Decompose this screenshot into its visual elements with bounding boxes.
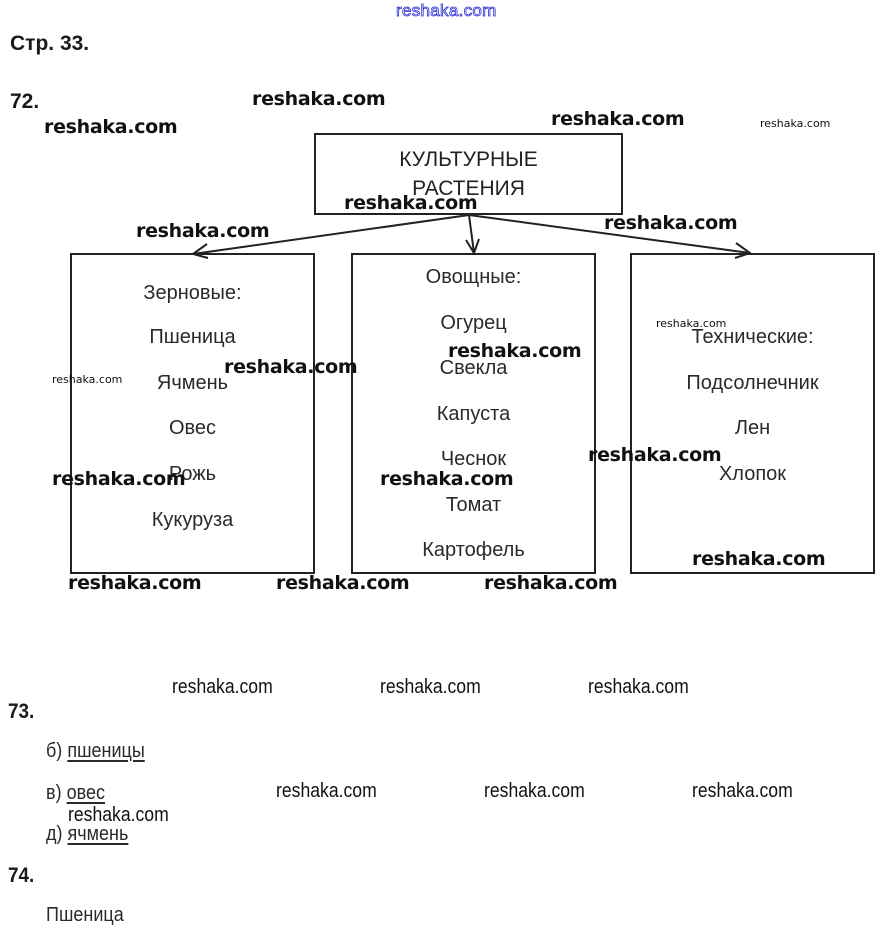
task-72-number: 72.	[10, 90, 40, 113]
arrow-to-grain	[192, 214, 470, 255]
arrow-to-technical	[468, 214, 751, 254]
plant-item: Подсолнечник	[686, 372, 819, 394]
answer-word: пшеницы	[67, 740, 145, 762]
watermark: reshaka.com	[136, 220, 270, 242]
plant-item: Лен	[734, 417, 771, 439]
root-box-cultivated-plants: КУЛЬТУРНЫЕ РАСТЕНИЯ	[314, 133, 623, 215]
watermark: reshaka.com	[52, 468, 186, 490]
watermark: reshaka.com	[276, 572, 410, 594]
answer-item: в) овес	[46, 782, 105, 805]
watermark: reshaka.com	[68, 804, 169, 826]
plant-item: Хлопок	[718, 463, 787, 485]
answer-word: овес	[66, 782, 105, 804]
watermark: reshaka.com	[44, 116, 178, 138]
watermark: reshaka.com	[484, 780, 585, 802]
answer-letter: б)	[46, 740, 63, 762]
watermark: reshaka.com	[344, 192, 478, 214]
site-watermark-link[interactable]: reshaka.com	[396, 1, 497, 21]
watermark: reshaka.com	[172, 676, 273, 698]
answer-letter: в)	[46, 782, 62, 804]
root-title-line-2: РАСТЕНИЯ	[412, 177, 525, 200]
watermark: reshaka.com	[588, 444, 722, 466]
answer-item: б) пшеницы	[46, 740, 145, 763]
watermark: reshaka.com	[484, 572, 618, 594]
root-title: КУЛЬТУРНЫЕ РАСТЕНИЯ	[316, 145, 621, 203]
watermark: reshaka.com	[380, 676, 481, 698]
plant-item: Картофель	[422, 539, 525, 561]
watermark: reshaka.com	[692, 548, 826, 570]
page-label: Стр. 33.	[10, 32, 90, 55]
category-box-grain: Зерновые: Пшеница Ячмень Овес Рожь Кукур…	[70, 253, 315, 574]
watermark: reshaka.com	[551, 108, 685, 130]
watermark: reshaka.com	[224, 356, 358, 378]
answer-item: д) ячмень	[46, 823, 128, 846]
answer-letter: д)	[46, 823, 63, 845]
category-title: Зерновые:	[143, 282, 242, 304]
plant-item: Ячмень	[156, 372, 229, 394]
category-title: Технические:	[691, 326, 814, 348]
watermark: reshaka.com	[380, 468, 514, 490]
category-box-technical: Технические: Подсолнечник Лен Хлопок	[630, 253, 875, 574]
watermark: reshaka.com	[692, 780, 793, 802]
watermark: reshaka.com	[276, 780, 377, 802]
plant-item: Кукуруза	[151, 509, 234, 531]
watermark: reshaka.com	[604, 212, 738, 234]
plant-item: Капуста	[436, 403, 511, 425]
arrow-to-vegetable	[468, 214, 475, 254]
watermark: reshaka.com	[448, 340, 582, 362]
plant-item: Пшеница	[149, 326, 236, 348]
watermark: reshaka.com	[760, 117, 831, 130]
plant-item: Томат	[445, 494, 502, 516]
watermark: reshaka.com	[52, 373, 123, 386]
category-box-vegetables: Овощные: Огурец Свекла Капуста Чеснок То…	[351, 253, 596, 574]
task-74-answer: Пшеница	[46, 904, 124, 926]
plant-item: Свекла	[439, 357, 508, 379]
answer-word: ячмень	[67, 823, 129, 845]
watermark: reshaka.com	[656, 317, 727, 330]
watermark: reshaka.com	[68, 572, 202, 594]
watermark: reshaka.com	[252, 88, 386, 110]
watermark: reshaka.com	[588, 676, 689, 698]
plant-item: Овес	[168, 417, 217, 439]
plant-item: Чеснок	[440, 448, 507, 470]
root-title-line-1: КУЛЬТУРНЫЕ	[399, 148, 538, 171]
task-73-number: 73.	[8, 700, 35, 723]
plant-item: Рожь	[168, 463, 217, 485]
category-title: Овощные:	[425, 266, 522, 288]
plant-item: Огурец	[440, 312, 507, 334]
task-74-number: 74.	[8, 864, 35, 887]
